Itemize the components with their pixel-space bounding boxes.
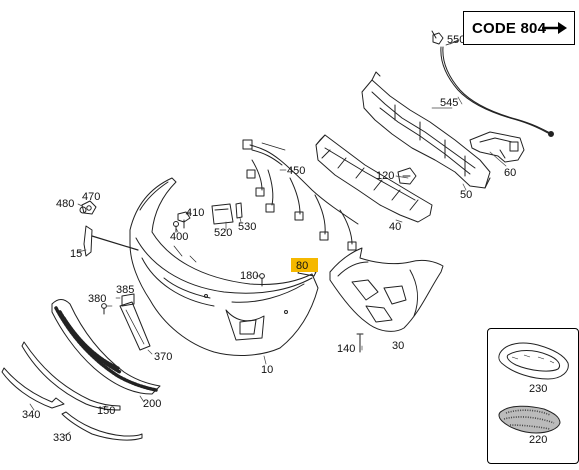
part-label: 120 bbox=[376, 170, 394, 182]
part-410-clip bbox=[177, 211, 191, 229]
part-230-bezel bbox=[498, 342, 569, 380]
part-200-grille bbox=[51, 299, 161, 395]
part-label: 140 bbox=[337, 343, 355, 355]
part-label: 480 bbox=[56, 198, 74, 210]
part-10-bumper-cover bbox=[129, 177, 319, 356]
part-label: 545 bbox=[440, 97, 458, 109]
part-label: 230 bbox=[529, 383, 548, 395]
part-label: 10 bbox=[261, 364, 273, 376]
part-label: 330 bbox=[53, 432, 71, 444]
part-label: 60 bbox=[504, 167, 516, 179]
part-400-screw bbox=[173, 221, 179, 233]
part-label: 410 bbox=[186, 207, 204, 219]
part-340-trim bbox=[1, 367, 65, 409]
part-label: 400 bbox=[170, 231, 188, 243]
part-label: 520 bbox=[214, 227, 232, 239]
part-label: 15 bbox=[70, 248, 82, 260]
part-480-sensor bbox=[79, 206, 87, 214]
right-arrow-icon bbox=[542, 22, 567, 34]
code-label: CODE 804 bbox=[472, 19, 547, 37]
part-30-side-bracket bbox=[329, 247, 444, 332]
part-220-grille-insert bbox=[498, 405, 561, 434]
leader-lines bbox=[29, 39, 507, 437]
part-520-control-unit bbox=[211, 203, 234, 225]
part-label: 220 bbox=[529, 434, 548, 446]
part-330-trim bbox=[61, 411, 143, 441]
part-label: 180 bbox=[240, 270, 258, 282]
part-label: 530 bbox=[238, 221, 256, 233]
part-label: 340 bbox=[22, 409, 40, 421]
part-label-group: 550 545 60 50 450 120 40 480 470 410 520… bbox=[22, 34, 516, 444]
code-804-box: CODE 804 bbox=[463, 11, 575, 45]
part-label: 385 bbox=[116, 284, 134, 296]
part-370-plate-holder bbox=[119, 301, 151, 351]
part-label: 370 bbox=[154, 351, 172, 363]
part-label: 200 bbox=[143, 398, 161, 410]
part-450-wiring-harness bbox=[242, 139, 359, 251]
part-140-screw bbox=[356, 333, 364, 353]
part-label: 380 bbox=[88, 293, 106, 305]
part-530-connector bbox=[235, 202, 243, 219]
part-550-sensor-cable bbox=[431, 30, 554, 137]
part-470-sensor bbox=[81, 200, 97, 215]
inset-drawing bbox=[498, 342, 569, 434]
part-380-screw bbox=[101, 303, 107, 315]
part-label: 550 bbox=[447, 34, 465, 46]
part-40-absorber bbox=[315, 134, 433, 223]
part-label: 50 bbox=[460, 189, 472, 201]
part-60-bracket bbox=[469, 131, 525, 163]
part-label: 150 bbox=[97, 405, 115, 417]
inset-parts-box: 230 220 bbox=[487, 328, 579, 464]
part-385-clip bbox=[121, 293, 135, 307]
part-label: 40 bbox=[389, 221, 401, 233]
part-80-highlight bbox=[291, 258, 318, 272]
part-50-bracket bbox=[361, 71, 491, 189]
part-label: 470 bbox=[82, 191, 100, 203]
part-label: 30 bbox=[392, 340, 404, 352]
part-120-clip bbox=[397, 167, 417, 185]
part-label: 450 bbox=[287, 165, 305, 177]
part-150-trim bbox=[21, 341, 121, 411]
part-label-highlighted: 80 bbox=[296, 260, 308, 272]
